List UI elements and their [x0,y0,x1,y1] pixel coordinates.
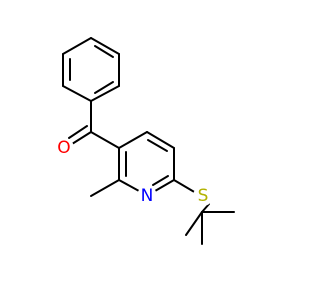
bond [62,37,92,55]
bond [118,131,148,149]
bond [90,37,120,55]
carbonyl-double-bond [68,125,88,139]
bond [118,179,140,192]
bond [90,85,120,102]
atom-label-oxygen: O [54,138,74,158]
bond [154,179,175,192]
oxygen-atom-label: O [57,138,70,158]
double-bond-inner [147,139,168,152]
bond [146,131,175,149]
carbonyl-group [68,100,120,149]
bond [90,131,120,149]
nitrogen-atom-label: N [141,186,154,206]
molecule-structure-diagram: O N S [54,37,235,245]
atom-label-background [137,186,157,206]
bond [201,203,210,213]
double-bond-inner [152,175,169,186]
methyl-bond [90,179,120,197]
tert-butyl-thio-group [173,179,235,245]
atom-label-background [54,138,74,158]
carbonyl-double-bond [71,131,92,145]
double-bond-inner [94,81,114,94]
atom-label-background [193,186,213,206]
sulfur-atom-label: S [198,186,209,206]
bond [185,211,203,236]
pyridine-ring [118,131,175,192]
bond [173,179,197,194]
atom-label-sulfur: S [193,186,213,206]
phenyl-ring [62,37,120,102]
double-bond-inner [94,45,114,58]
structure-svg: O N S [54,37,235,245]
bond [62,85,92,102]
atom-label-nitrogen: N [137,186,157,206]
